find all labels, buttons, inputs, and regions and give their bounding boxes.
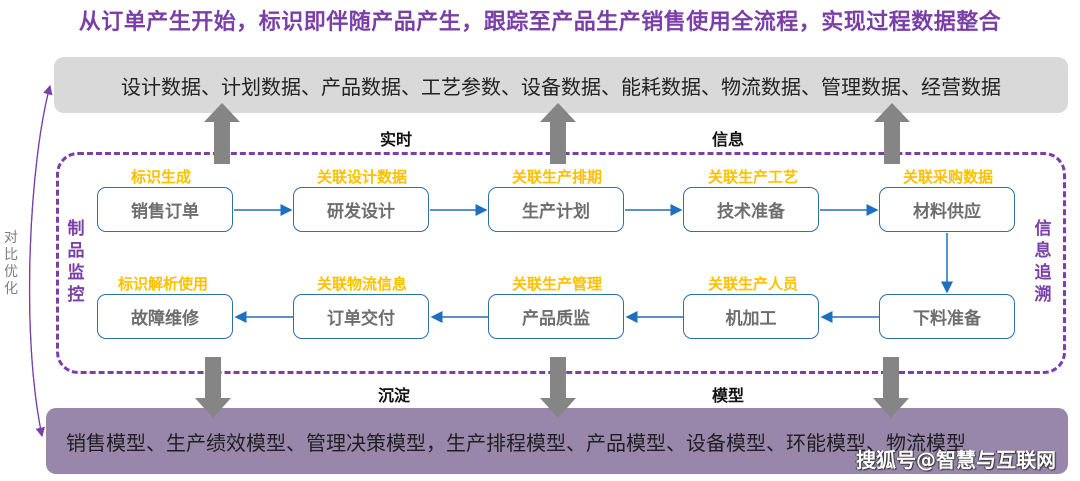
- data-types-text: 设计数据、计划数据、产品数据、工艺参数、设备数据、能耗数据、物流数据、管理数据、…: [121, 74, 1001, 99]
- node-machining[interactable]: 机加工: [683, 294, 819, 339]
- node-label: 材料供应: [913, 202, 981, 222]
- node-label: 销售订单: [131, 202, 199, 222]
- watermark: 搜狐号@智慧与互联网: [856, 448, 1056, 472]
- node-label: 技术准备: [717, 202, 785, 222]
- tag-link-logistics-info: 关联物流信息: [316, 275, 407, 293]
- node-technical-preparation[interactable]: 技术准备: [683, 187, 819, 232]
- page-title: 从订单产生开始，标识即伴随产品产生，跟踪至产品生产销售使用全流程，实现过程数据整…: [78, 10, 1002, 35]
- node-quality-inspection[interactable]: 产品质监: [488, 294, 624, 339]
- sediment-label: 沉淀: [378, 386, 411, 405]
- compare-optimize-arrow: [28, 85, 51, 438]
- node-label: 生产计划: [522, 202, 590, 222]
- data-types-band: 设计数据、计划数据、产品数据、工艺参数、设备数据、能耗数据、物流数据、管理数据、…: [54, 57, 1068, 113]
- node-cutting-preparation[interactable]: 下料准备: [879, 294, 1015, 339]
- model-label: 模型: [712, 386, 745, 405]
- node-label: 机加工: [725, 309, 777, 329]
- tag-link-procurement-data: 关联采购数据: [902, 168, 993, 186]
- node-material-supply[interactable]: 材料供应: [879, 187, 1015, 232]
- models-band: 销售模型、生产绩效模型、管理决策模型，生产排程模型、产品模型、设备模型、环能模型…: [46, 408, 1068, 474]
- tag-link-production-schedule: 关联生产排期: [511, 168, 602, 186]
- tag-link-production-personnel: 关联生产人员: [707, 275, 798, 293]
- node-order-delivery[interactable]: 订单交付: [293, 294, 429, 339]
- compare-optimize-label: 对比优化: [4, 230, 18, 297]
- info-label: 信息: [712, 130, 745, 149]
- node-fault-repair[interactable]: 故障维修: [97, 294, 233, 339]
- realtime-label: 实时: [380, 130, 413, 149]
- node-sales-order[interactable]: 销售订单: [97, 187, 233, 232]
- node-production-plan[interactable]: 生产计划: [488, 187, 624, 232]
- node-rd-design[interactable]: 研发设计: [293, 187, 429, 232]
- tag-link-design-data: 关联设计数据: [316, 168, 407, 186]
- tag-link-production-process: 关联生产工艺: [707, 168, 798, 186]
- node-label: 订单交付: [327, 309, 395, 329]
- node-label: 产品质监: [522, 309, 590, 329]
- tag-link-production-management: 关联生产管理: [511, 275, 602, 293]
- node-label: 故障维修: [131, 309, 199, 329]
- product-monitoring-label: 制品监控: [67, 219, 85, 305]
- node-label: 研发设计: [327, 202, 395, 222]
- node-label: 下料准备: [913, 309, 981, 329]
- models-text: 销售模型、生产绩效模型、管理决策模型，生产排程模型、产品模型、设备模型、环能模型…: [66, 430, 966, 455]
- tag-identifier-resolution: 标识解析使用: [117, 275, 208, 293]
- info-tracing-label: 信息追溯: [1034, 219, 1052, 305]
- tag-identifier-generation: 标识生成: [130, 168, 191, 186]
